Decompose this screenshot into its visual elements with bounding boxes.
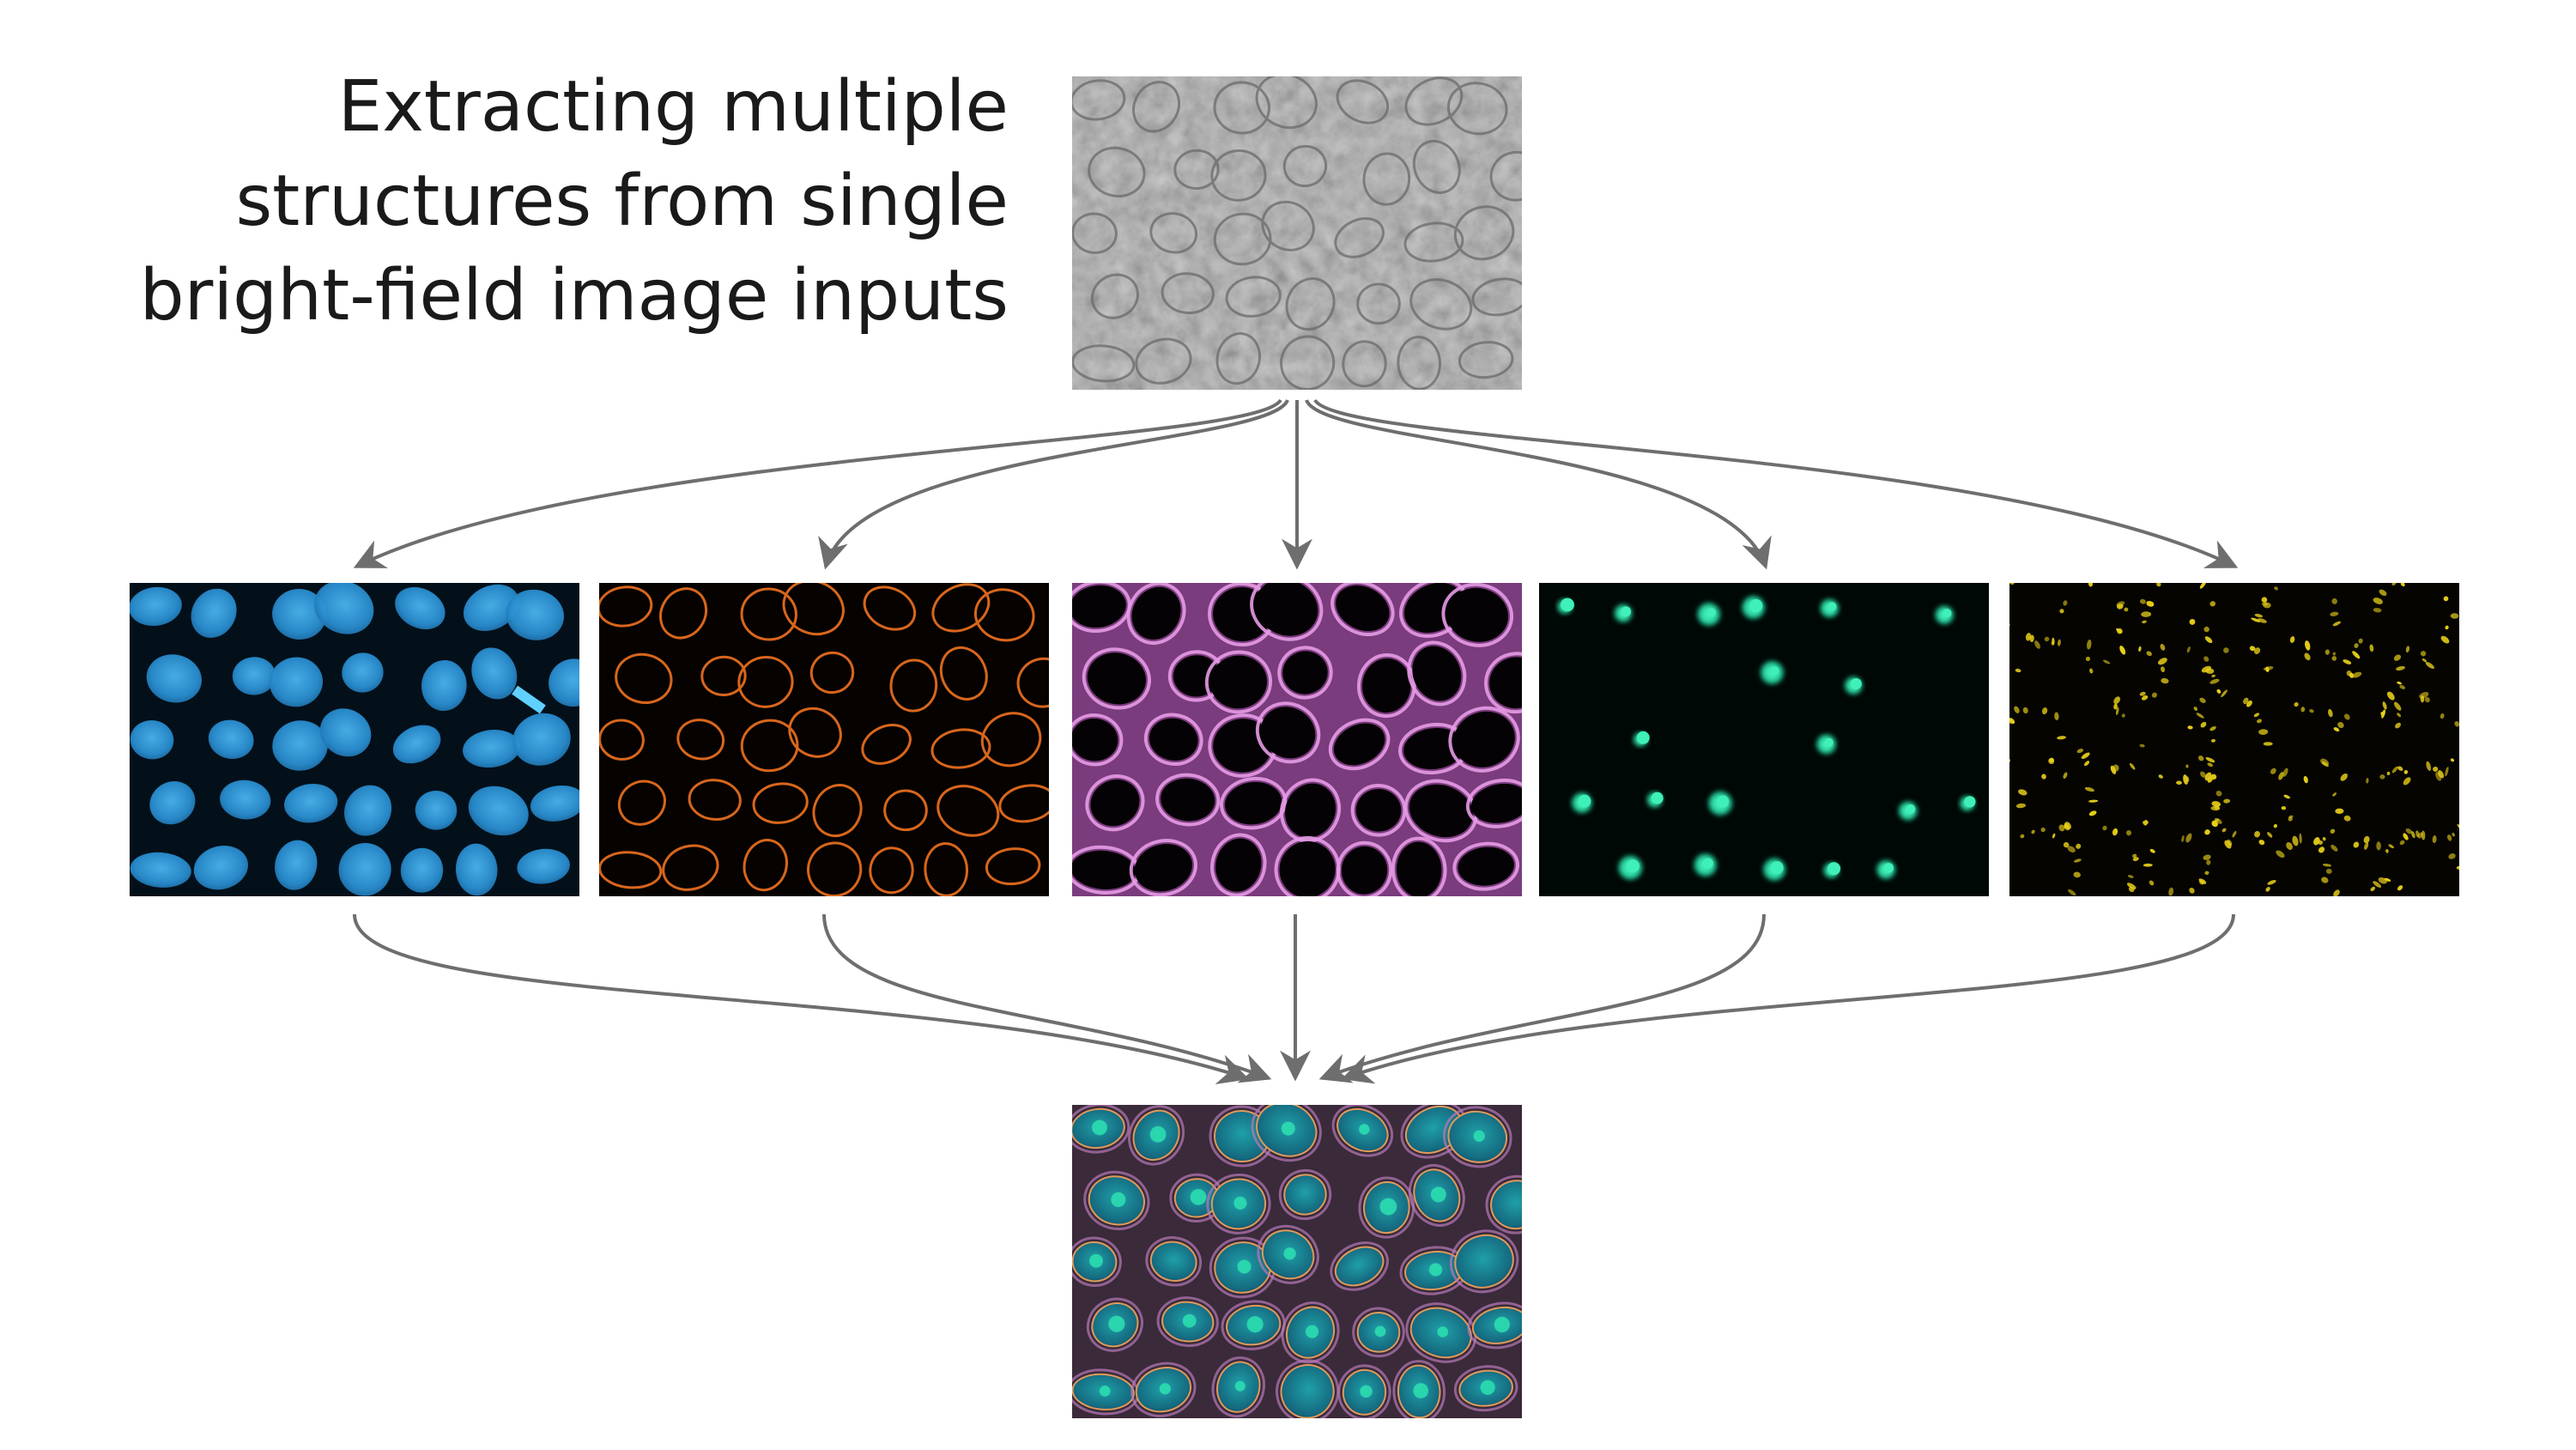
nuclear-envelope-output-image: [599, 583, 1049, 896]
mitochondria-output-image: [2009, 583, 2459, 896]
title: Extracting multiple structures from sing…: [140, 66, 1009, 337]
arrow-from-nucleoli: [1318, 913, 1766, 1083]
cell-membrane-output-image: [1072, 583, 1522, 896]
title-line-1: Extracting multiple: [338, 66, 1009, 148]
arrow-from-mitochondria: [1341, 913, 2235, 1084]
title-line-2: structures from single: [235, 161, 1009, 242]
arrow-from-nuclei: [353, 913, 1250, 1084]
arrow-from-envelope: [822, 913, 1272, 1083]
arrow-to-nucleoli: [1305, 399, 1772, 570]
arrow-to-mitochondria: [1313, 398, 2239, 568]
fan-in-arrows: [353, 913, 2235, 1084]
title-line-3: bright-field image inputs: [140, 255, 1009, 337]
bright-field-input-image: [1072, 76, 1522, 390]
nucleoli-output-image: [1539, 583, 1989, 896]
arrow-to-nuclei: [353, 398, 1282, 568]
merged-composite-image: [1072, 1105, 1522, 1418]
fan-out-arrows: [353, 398, 2239, 570]
arrow-to-envelope: [818, 399, 1289, 570]
nuclei-output-image: [130, 583, 579, 896]
